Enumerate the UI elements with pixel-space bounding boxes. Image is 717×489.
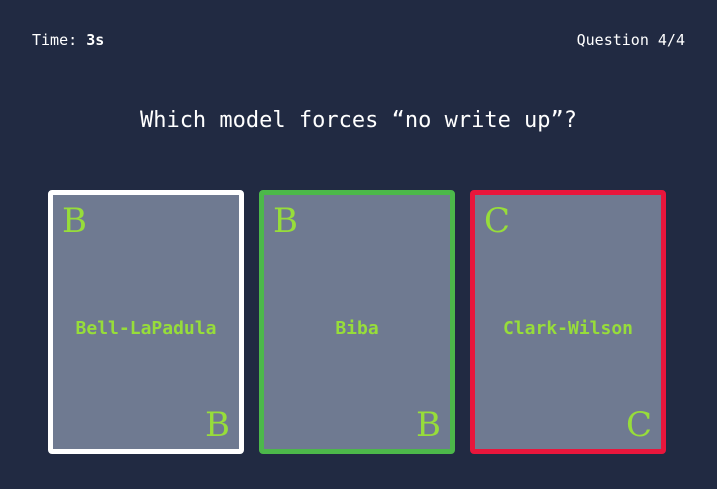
question-text: Which model forces “no write up”?	[139, 108, 578, 133]
card-label: Bell-LaPadula	[75, 318, 217, 339]
answer-card-biba[interactable]: B Biba B	[259, 190, 455, 454]
timer-value: 3s	[86, 31, 105, 49]
card-corner-letter-top: B	[273, 201, 298, 241]
question-counter: Question 4/4	[576, 31, 685, 49]
answer-card-bell-lapadula[interactable]: B Bell-LaPadula B	[48, 190, 244, 454]
card-corner-letter-bottom: B	[416, 405, 441, 445]
card-corner-letter-bottom: B	[205, 405, 230, 445]
answer-card-clark-wilson[interactable]: C Clark-Wilson C	[470, 190, 666, 454]
card-corner-letter-top: C	[484, 201, 511, 241]
timer-label: Time:	[32, 31, 78, 49]
card-label: Clark-Wilson	[502, 318, 634, 339]
card-label: Biba	[335, 318, 379, 339]
timer-display: Time: 3s	[32, 31, 104, 49]
card-corner-letter-bottom: C	[625, 405, 652, 445]
card-corner-letter-top: B	[62, 201, 87, 241]
